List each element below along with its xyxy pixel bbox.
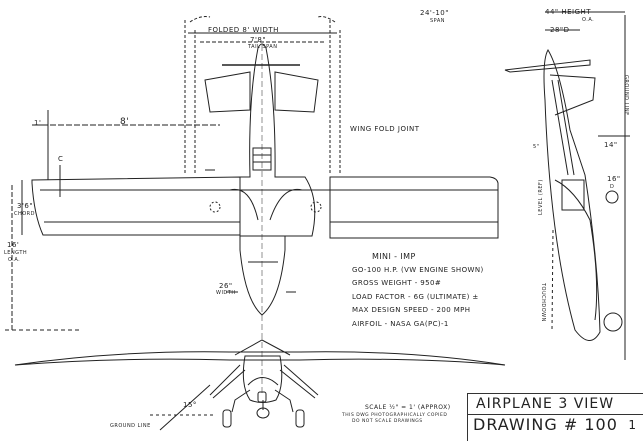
side-fuselage	[543, 49, 601, 341]
horizontal-tail	[204, 71, 319, 113]
wheel-offset-dimension: 14"	[604, 141, 618, 149]
fuselage-top	[239, 43, 316, 237]
length-dimension: 16'	[7, 241, 20, 249]
height-dimension: 44" HEIGHT	[545, 8, 592, 16]
left-wing	[31, 176, 241, 236]
prop-diameter-dimension: 28"D	[550, 26, 570, 34]
drawing-title: AIRPLANE 3 VIEW	[476, 396, 615, 412]
right-wing	[329, 176, 499, 239]
spec-max-speed: MAX DESIGN SPEED - 200 MPH	[352, 306, 471, 314]
wing-fold-joint-label: WING FOLD JOINT	[350, 125, 420, 133]
length-label: LENGTH	[4, 250, 28, 256]
tail-span-label: TAIL SPAN	[248, 44, 278, 50]
height-oa-label: O.A.	[582, 17, 595, 23]
one-foot-dimension: 1'	[34, 119, 42, 127]
side-view	[504, 11, 630, 360]
specifications-block: MINI - IMP GO-100 H.P. (VW ENGINE SHOWN)…	[352, 250, 484, 331]
fuselage-width-label: WIDTH	[216, 290, 236, 296]
tail-span-dimension: 7'8"	[250, 36, 267, 44]
spec-load-factor: LOAD FACTOR - 6G (ULTIMATE) ±	[352, 292, 479, 301]
front-fuselage	[242, 355, 283, 403]
scale-note-do-not-scale: DO NOT SCALE DRAWINGS	[352, 419, 423, 424]
chord-label: CHORD	[14, 211, 36, 217]
ground-line-front-label: GROUND LINE	[110, 423, 151, 429]
angle-dimension: 15°	[183, 401, 197, 409]
wing-span-label: SPAN	[430, 18, 446, 24]
folded-width-dimension: FOLDED 8' WIDTH	[208, 26, 279, 34]
wing-span-dimension: 24'-10"	[420, 9, 449, 17]
drawing-number: DRAWING # 100	[473, 415, 618, 434]
top-view	[5, 16, 499, 395]
ground-line-side-label: GROUND LINE	[623, 75, 629, 116]
eight-foot-dimension: 8'	[120, 117, 130, 127]
front-view	[14, 339, 506, 431]
aircraft-name: MINI - IMP	[372, 252, 416, 261]
sheet-number: 1	[628, 418, 636, 432]
length-oa-label: O.A.	[8, 257, 21, 263]
touchdown-label: TOUCHDOWN	[540, 283, 546, 322]
fuselage-width-dimension: 26"	[219, 282, 233, 290]
wheel-diameter-d: D	[610, 184, 615, 190]
chord-dimension: 3'6"	[17, 202, 34, 210]
step-dimension: 5"	[533, 144, 540, 150]
scale-note-copied: THIS DWG PHOTOGRAPHICALLY COPIED	[342, 413, 448, 418]
title-block: AIRPLANE 3 VIEW DRAWING # 100 1	[467, 393, 643, 441]
scale-note: SCALE ½" = 1' (APPROX)	[365, 404, 451, 411]
spec-engine: GO-100 H.P. (VW ENGINE SHOWN)	[352, 265, 484, 274]
level-ref-label: LEVEL (REF)	[538, 179, 544, 215]
wheel-diameter-dimension: 16"	[607, 175, 621, 183]
spec-airfoil: AIRFOIL - NASA GA(PC)-1	[352, 319, 449, 328]
c-mark: C	[58, 155, 64, 163]
spec-gross-weight: GROSS WEIGHT - 950#	[352, 279, 442, 287]
